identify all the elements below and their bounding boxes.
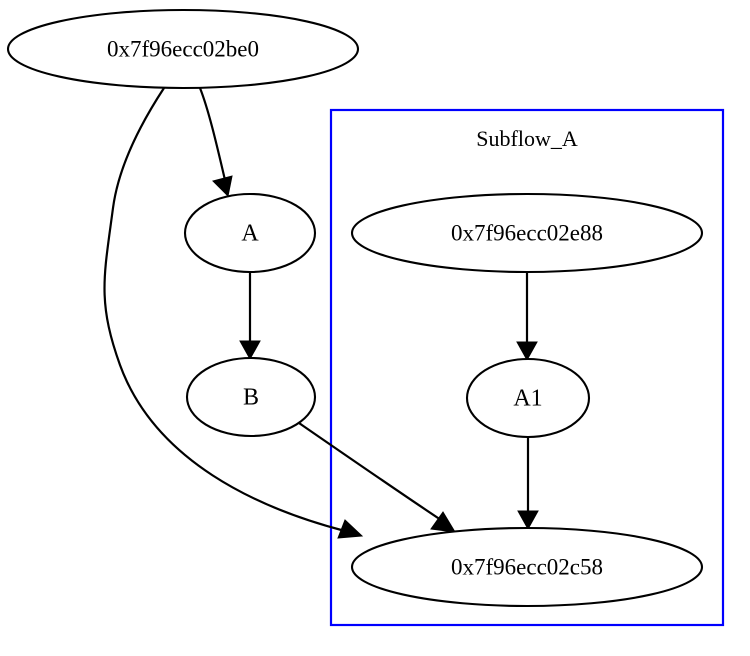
edges-layer [103, 87, 539, 539]
node-b-label: B [243, 385, 259, 411]
node-b-ellipse [185, 356, 317, 438]
node-sink-label: 0x7f96ecc02c58 [451, 554, 603, 579]
node-sub-entry[interactable]: 0x7f96ecc02e88 [350, 192, 704, 274]
edge-root-to-sink-arrowhead [337, 519, 364, 539]
node-root-label: 0x7f96ecc02be0 [107, 36, 259, 61]
node-a-label: A [241, 221, 259, 247]
edge-b-to-sink-arrowhead [430, 511, 456, 533]
edge-root-to-a[interactable] [198, 87, 233, 198]
edge-a-to-b[interactable] [239, 272, 261, 361]
edge-a-to-b-arrowhead [239, 340, 261, 361]
node-sub-entry-ellipse [350, 192, 704, 274]
edge-root-to-a-arrowhead [212, 175, 233, 198]
node-a1-ellipse [465, 357, 591, 439]
edge-a1-to-sink[interactable] [517, 437, 539, 531]
edge-a1-to-sink-arrowhead [517, 510, 539, 531]
node-root[interactable]: 0x7f96ecc02be0 [6, 8, 360, 90]
nodes-layer: 0x7f96ecc02be0 A B 0x7f96ecc02e88 A1 0x7 [6, 8, 704, 608]
node-a1[interactable]: A1 [465, 357, 591, 439]
node-sink[interactable]: 0x7f96ecc02c58 [350, 526, 704, 608]
node-a1-label: A1 [513, 386, 542, 412]
edge-subentry-to-a1-arrowhead [516, 341, 538, 362]
edge-root-to-sink-path [103, 87, 346, 533]
cluster-subflow-a-label: Subflow_A [476, 126, 578, 151]
node-root-ellipse [6, 8, 360, 90]
edge-b-to-sink-path [298, 422, 442, 521]
edge-b-to-sink[interactable] [298, 422, 456, 533]
cluster-subflow-a-box [329, 108, 725, 627]
edge-subentry-to-a1[interactable] [516, 272, 538, 362]
node-a-ellipse [183, 192, 317, 274]
node-sub-entry-label: 0x7f96ecc02e88 [451, 220, 603, 245]
node-sink-ellipse [350, 526, 704, 608]
node-a[interactable]: A [183, 192, 317, 274]
edge-root-to-a-path [198, 87, 227, 181]
edge-root-to-sink[interactable] [103, 87, 364, 539]
node-b[interactable]: B [185, 356, 317, 438]
